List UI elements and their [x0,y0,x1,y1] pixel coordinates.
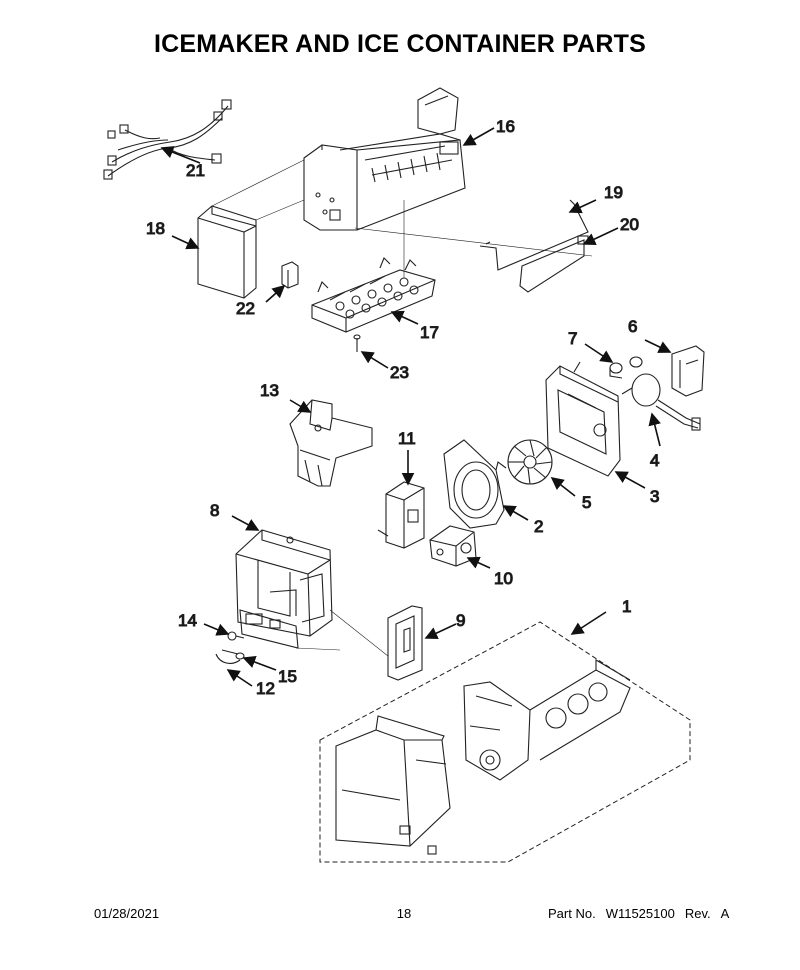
callout-16: 16 [496,117,515,136]
part-12-clip [215,649,241,664]
callout-5: 5 [582,493,591,512]
part-13-chute [289,399,373,487]
part-21-wire-harness [103,99,232,180]
part-9-panel [387,605,423,681]
callout-21: 21 [186,161,205,180]
callout-4: 4 [650,451,659,470]
callout-19: 19 [604,183,623,202]
part-label: Part No. [548,906,596,921]
callout-6: 6 [628,317,637,336]
callout-10: 10 [494,569,513,588]
connector-lines [211,159,593,657]
callout-labels: 21 16 18 19 20 22 17 23 7 6 4 3 5 2 13 1… [145,116,660,698]
part-number: W11525100 [605,906,675,921]
callout-17: 17 [420,323,439,342]
callout-3: 3 [650,487,659,506]
part-18-cover [197,205,257,299]
part-20-bracket [519,235,589,293]
part-15-grommet [235,652,245,660]
callout-11: 11 [398,429,416,448]
part-2-fan-housing [443,439,507,529]
part-23-screw [353,334,361,352]
page-title: ICEMAKER AND ICE CONTAINER PARTS [153,30,647,58]
part-10-motor [429,525,477,567]
footer-part-info: Part No. W11525100 Rev. A [548,906,729,921]
part-8-dispenser-housing [235,529,333,649]
callout-8: 8 [210,501,219,520]
callout-20: 20 [620,215,639,234]
callout-arrows [160,127,672,687]
part-1-ice-container-assembly [319,621,691,863]
footer-page-number: 18 [396,906,412,921]
part-4-fan-motor [621,373,701,431]
callout-12: 12 [256,679,275,698]
callout-23: 23 [390,363,409,382]
part-17-ice-mold [311,257,436,333]
callout-7: 7 [568,329,577,348]
callout-15: 15 [278,667,297,686]
part-3-housing [545,361,621,477]
rev-value: A [720,906,730,921]
part-16-icemaker [303,87,466,231]
callout-13: 13 [260,381,279,400]
callout-1: 1 [622,597,631,616]
part-5-fan-blade [507,439,553,485]
part-22-switch [281,261,299,289]
callout-9: 9 [456,611,465,630]
callout-22: 22 [236,299,255,318]
callout-2: 2 [534,517,543,536]
callout-14: 14 [178,611,197,630]
part-6-bracket [671,345,705,397]
part-14-screw [227,631,245,641]
part-11-solenoid [377,481,425,549]
rev-label: Rev. [684,906,711,921]
footer-date: 01/28/2021 [94,906,160,921]
callout-18: 18 [146,219,165,238]
part-7-grommets [609,356,643,379]
